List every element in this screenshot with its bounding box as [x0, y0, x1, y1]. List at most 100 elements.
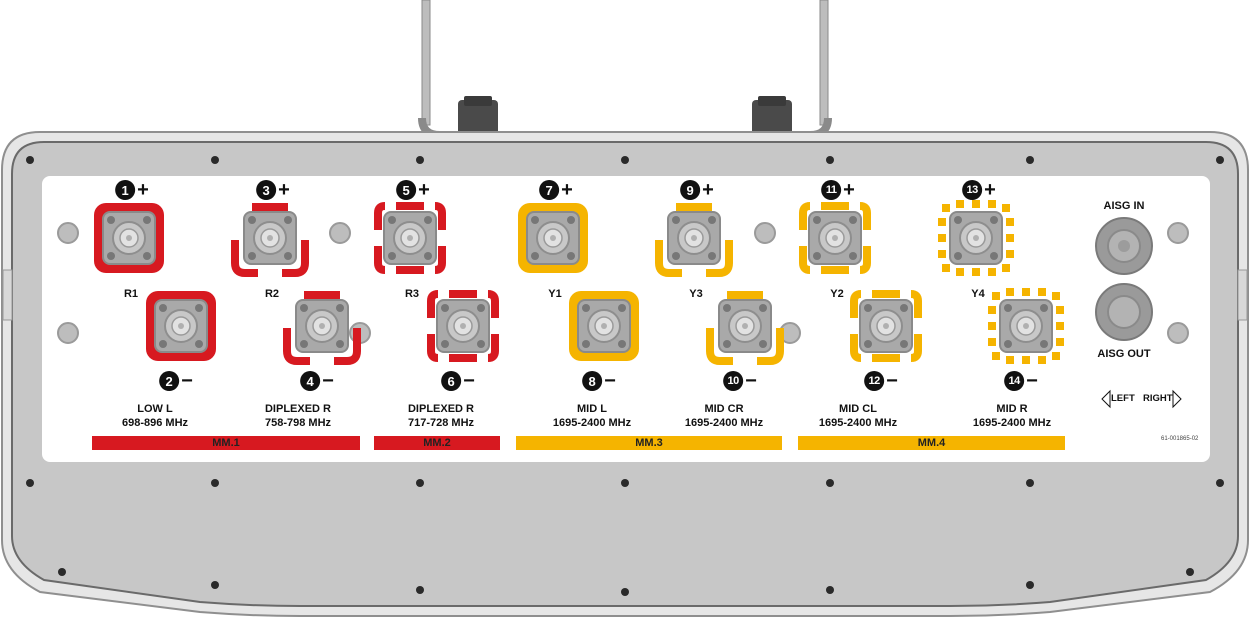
port-number-1: 1+ — [115, 180, 149, 200]
rf-ports — [94, 200, 1064, 365]
port-label-Y2: Y2 — [830, 288, 844, 300]
module-bar-1 — [92, 436, 360, 450]
port-number-disc: 2 — [159, 371, 180, 391]
right-label: RIGHT — [1143, 393, 1173, 404]
band-label-1: DIPLEXED R 758-798 MHz — [265, 402, 331, 430]
part-number: 61-001865-02 — [1161, 436, 1199, 442]
polarity-sign: − — [1026, 370, 1038, 392]
polarity-sign: + — [561, 179, 573, 201]
screw-icon — [826, 156, 834, 164]
rf-port-1 — [94, 203, 164, 273]
screw-icon — [1186, 568, 1194, 576]
band-name: MID L — [577, 403, 607, 415]
port-number-13: 13+ — [962, 180, 996, 200]
screw-icon — [416, 586, 424, 594]
mounting-bracket — [418, 0, 832, 139]
left-label: LEFT — [1111, 393, 1135, 404]
port-number-disc: 8 — [582, 371, 603, 391]
screw-icon — [211, 479, 219, 487]
port-number-10: 10− — [723, 371, 757, 391]
polarity-sign: + — [278, 179, 290, 201]
band-frequency: 717-728 MHz — [407, 417, 475, 429]
screw-icon — [621, 588, 629, 596]
screw-icon — [621, 479, 629, 487]
rf-port-9 — [655, 203, 733, 277]
direction-arrows — [1101, 389, 1182, 409]
port-number-disc: 4 — [300, 371, 321, 391]
band-label-4: MID CR 1695-2400 MHz — [685, 402, 763, 430]
port-number-3: 3+ — [256, 180, 290, 200]
port-number-disc: 14 — [1004, 371, 1025, 391]
screw-icon — [1216, 479, 1224, 487]
band-frequency: 1695-2400 MHz — [552, 417, 632, 429]
module-bars — [92, 436, 1065, 450]
port-number-6: 6− — [441, 371, 475, 391]
port-number-disc: 5 — [396, 180, 417, 200]
band-name: MID CR — [704, 403, 744, 415]
aisg-out-label: AISG OUT — [1097, 348, 1151, 360]
right-arrow-icon — [1172, 389, 1182, 409]
band-frequency: 758-798 MHz — [264, 417, 332, 429]
port-number-disc: 11 — [821, 180, 842, 200]
port-label-Y1: Y1 — [548, 288, 562, 300]
port-number-7: 7+ — [539, 180, 573, 200]
rf-port-14 — [988, 288, 1064, 364]
band-name: DIPLEXED R — [407, 403, 475, 415]
rf-port-12 — [850, 290, 922, 362]
module-label-3: MM.3 — [635, 437, 663, 449]
rf-port-5 — [374, 202, 446, 274]
port-label-R1: R1 — [123, 288, 139, 300]
rf-port-10 — [706, 291, 784, 365]
band-label-2: DIPLEXED R 717-728 MHz — [408, 402, 474, 430]
screw-icon — [26, 156, 34, 164]
polarity-sign: + — [984, 179, 996, 201]
polarity-sign: − — [463, 370, 475, 392]
port-label-R3: R3 — [404, 288, 420, 300]
module-label-2: MM.2 — [423, 437, 451, 449]
aisg-connectors — [1095, 217, 1153, 341]
port-number-11: 11+ — [821, 180, 855, 200]
port-number-5: 5+ — [396, 180, 430, 200]
polarity-sign: − — [745, 370, 757, 392]
rf-port-2 — [146, 291, 216, 361]
port-label-Y4: Y4 — [971, 288, 985, 300]
port-number-disc: 7 — [539, 180, 560, 200]
port-label-R2: R2 — [264, 288, 280, 300]
module-label-1: MM.1 — [212, 437, 240, 449]
screw-icon — [58, 568, 66, 576]
port-number-14: 14− — [1004, 371, 1038, 391]
port-number-disc: 9 — [680, 180, 701, 200]
left-arrow-icon — [1101, 389, 1111, 409]
band-label-3: MID L 1695-2400 MHz — [553, 402, 631, 430]
screw-icon — [1026, 581, 1034, 589]
module-bar-4 — [798, 436, 1065, 450]
screw-icon — [826, 586, 834, 594]
screw-icon — [621, 156, 629, 164]
band-name: MID R — [996, 403, 1028, 415]
rf-port-8 — [569, 291, 639, 361]
polarity-sign: + — [702, 179, 714, 201]
module-label-4: MM.4 — [917, 437, 946, 449]
screw-icon — [211, 581, 219, 589]
polarity-sign: + — [418, 179, 430, 201]
stud-icon — [329, 222, 351, 244]
port-number-disc: 12 — [864, 371, 885, 391]
screw-icon — [1216, 156, 1224, 164]
band-frequency: 1695-2400 MHz — [684, 417, 764, 429]
rf-port-7 — [518, 203, 588, 273]
rf-port-3 — [231, 203, 309, 277]
polarity-sign: − — [886, 370, 898, 392]
panel-screws — [26, 156, 1224, 596]
screw-icon — [211, 156, 219, 164]
port-number-12: 12− — [864, 371, 898, 391]
screw-icon — [416, 479, 424, 487]
screw-icon — [826, 479, 834, 487]
band-name: DIPLEXED R — [264, 403, 332, 415]
port-number-disc: 6 — [441, 371, 462, 391]
port-number-2: 2− — [159, 371, 193, 391]
module-bar-3 — [516, 436, 782, 450]
